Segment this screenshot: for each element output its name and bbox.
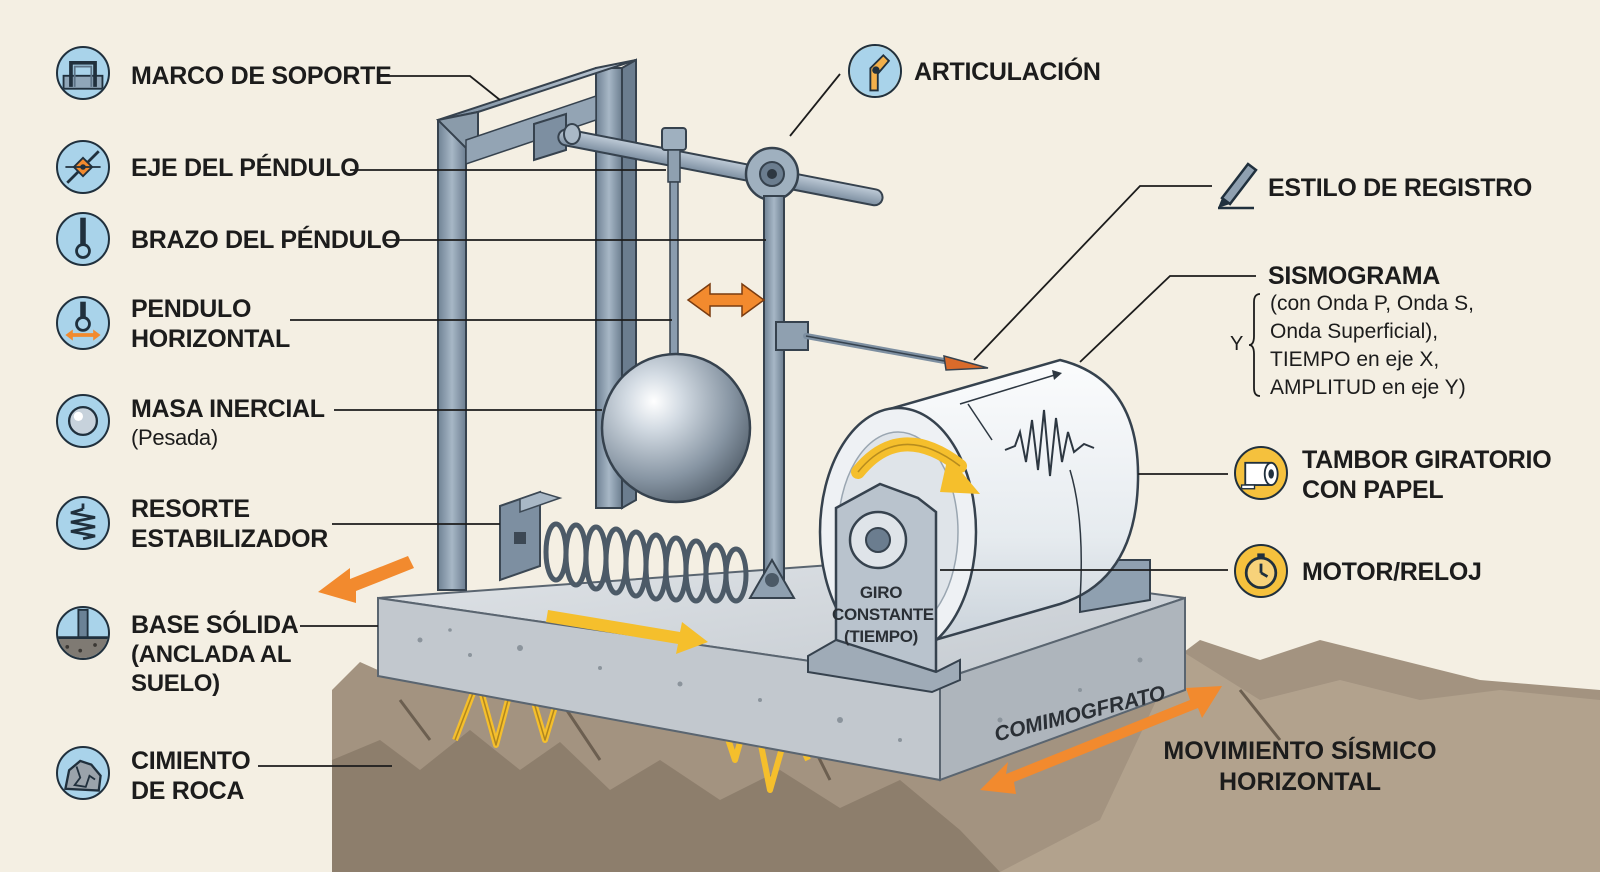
label-pendulum-axis: EJE DEL PÉNDULO [131,154,360,182]
spring-mount [499,490,563,582]
arm-icon [56,212,110,266]
stabilizer-spring [543,521,749,604]
label-hinge: ARTICULACIÓN [914,58,1101,86]
seismogram-details: (con Onda P, Onda S, Onda Superficial), … [1270,290,1474,402]
label-pendulum-arm: BRAZO DEL PÉNDULO [131,226,401,254]
label-seismogram: SISMOGRAMA [1268,262,1441,290]
recording-stylus [803,333,989,371]
pendulum-icon [56,296,110,350]
label-rock-foundation: CIMIENTO DE ROCA [131,747,251,805]
label-recording-stylus: ESTILO DE REGISTRO [1268,174,1533,202]
label-support-frame: MARCO DE SOPORTE [131,62,392,90]
concrete-base [377,558,1186,782]
label-horizontal-pendulum: PENDULO HORIZONTAL [131,295,291,353]
horizontal-motion-arrow [980,686,1222,794]
inertial-mass [600,352,752,504]
constant-rotation-text: GIRO CONSTANTE (TIEMPO) [832,583,934,646]
rotation-arrow [851,437,980,494]
hinge-joint [744,146,800,202]
label-horizontal-seismic-motion: MOVIMIENTO SÍSMICO HORIZONTAL [1163,737,1437,796]
spring-icon [56,496,110,550]
mass-icon [56,394,110,448]
pendulum-shaft [533,112,884,207]
seismogram-line-4: AMPLITUD en eje Y) [1270,376,1466,399]
pendulum-rod [661,127,687,369]
frame-icon [56,46,110,100]
hinge-icon [848,44,902,98]
label-inertial-mass: MASA INERCIAL (Pesada) [131,395,325,450]
base-left-arrow [318,556,414,603]
curly-brace [1248,293,1261,397]
label-stabilizer-spring: RESORTE ESTABILIZADOR [131,495,329,553]
paper-roll-icon [1234,446,1288,500]
motor-bracket [807,482,961,694]
leader-lines [258,73,1256,767]
label-solid-base: BASE SÓLIDA (ANCLADA AL SUELO) [131,611,299,697]
axis-icon [56,140,110,194]
base-icon [56,606,110,660]
label-motor-clock: MOTOR/RELOJ [1302,558,1482,586]
seismogram-line-3: TIEMPO en eje X, [1270,348,1440,371]
clock-icon [1234,544,1288,598]
rock-icon [56,746,110,800]
oscillation-arrow [686,282,766,318]
brace-y-label: Y [1230,333,1244,355]
pen-icon [1214,158,1262,210]
pendulum-arm-post [748,195,809,599]
seismogram-line-1: (con Onda P, Onda S, [1270,292,1474,315]
base-yellow-arrow [546,610,708,654]
label-rotating-drum: TAMBOR GIRATORIO CON PAPEL [1302,446,1552,504]
seismogram-line-2: Onda Superficial), [1270,320,1439,343]
seismogram-trace [959,370,1095,601]
